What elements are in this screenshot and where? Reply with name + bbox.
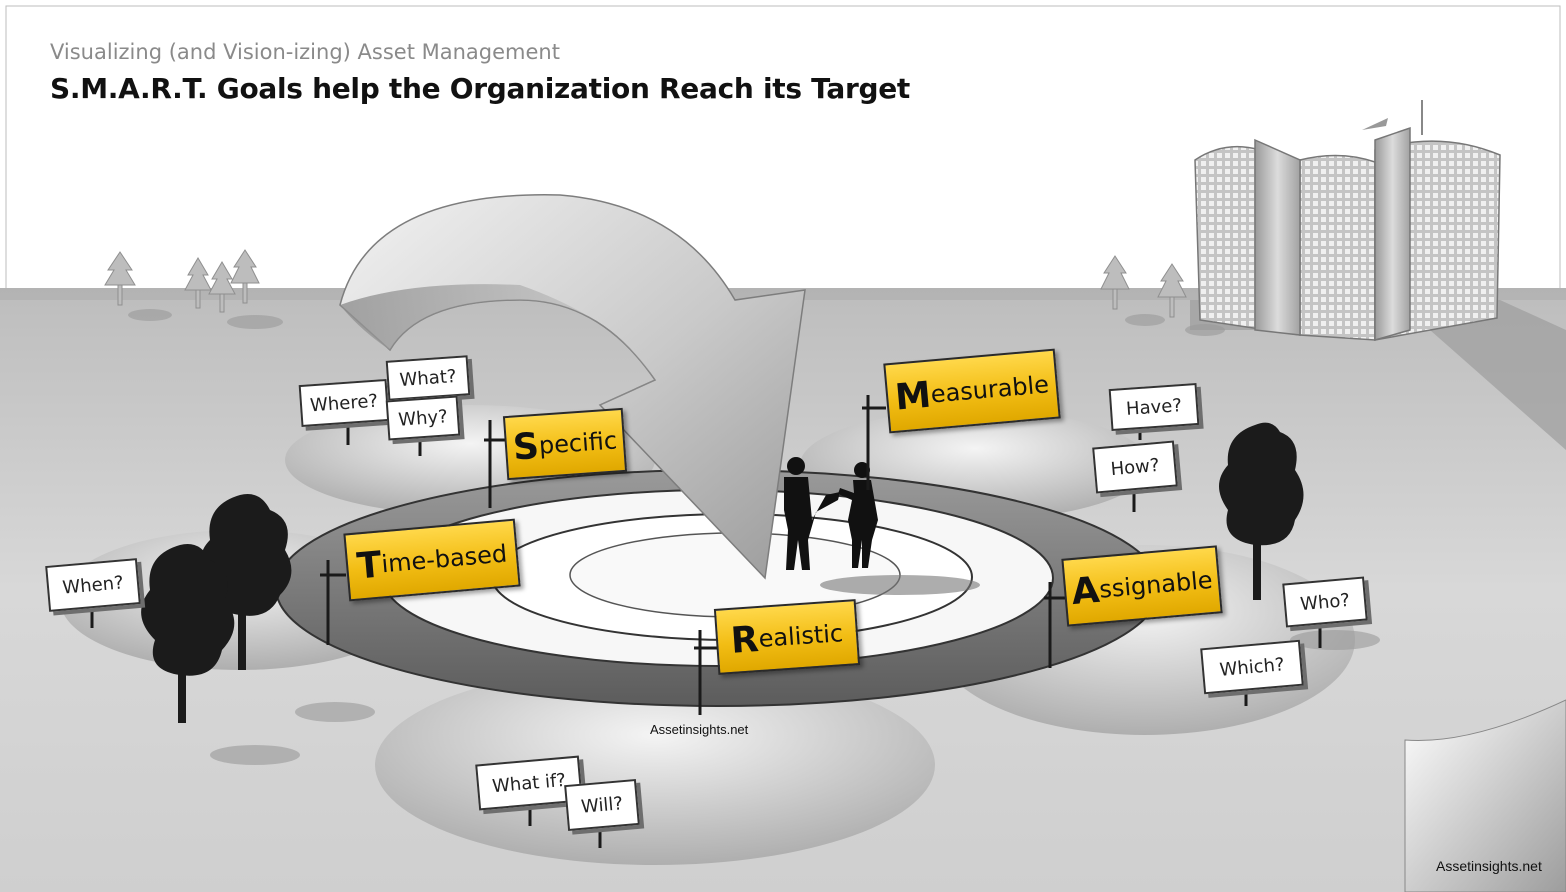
goal-initial: A [1069,569,1102,613]
building-shadow [1190,300,1566,450]
question-sign-which: Which? [1200,639,1304,695]
page-title: S.M.A.R.T. Goals help the Organization R… [50,72,910,105]
question-sign-when: When? [45,558,141,612]
disc-realistic [375,665,935,865]
building-icon [1194,100,1501,341]
goal-initial: S [511,425,541,469]
watermark-corner: Assetinsights.net [1436,858,1542,874]
goal-rest: ssignable [1098,565,1214,604]
goal-initial: M [893,374,933,419]
handshake-silhouette [784,457,980,595]
question-sign-where: Where? [298,378,390,428]
goal-rest: ime-based [380,539,509,579]
curved-arrow [339,194,806,580]
question-sign-have: Have? [1108,382,1200,432]
question-sign-who: Who? [1282,576,1368,628]
goal-rest: ealistic [757,619,844,653]
goal-rest: easurable [929,370,1051,409]
watermark-center: Assetinsights.net [650,722,749,737]
sign-posts [90,395,1322,848]
question-sign-how: How? [1092,440,1178,494]
page-curl [1404,699,1566,892]
tree-shadows [128,309,1380,765]
goal-rest: pecific [537,426,618,460]
page-subtitle: Visualizing (and Vision-izing) Asset Man… [50,40,560,64]
small-tree-icons [104,249,1187,318]
dark-tree-icons [141,422,1304,723]
question-sign-what: What? [385,355,471,401]
question-sign-why: Why? [385,395,461,441]
goal-initial: R [729,618,761,662]
question-sign-will: Will? [564,778,640,832]
goal-initial: T [355,543,384,587]
